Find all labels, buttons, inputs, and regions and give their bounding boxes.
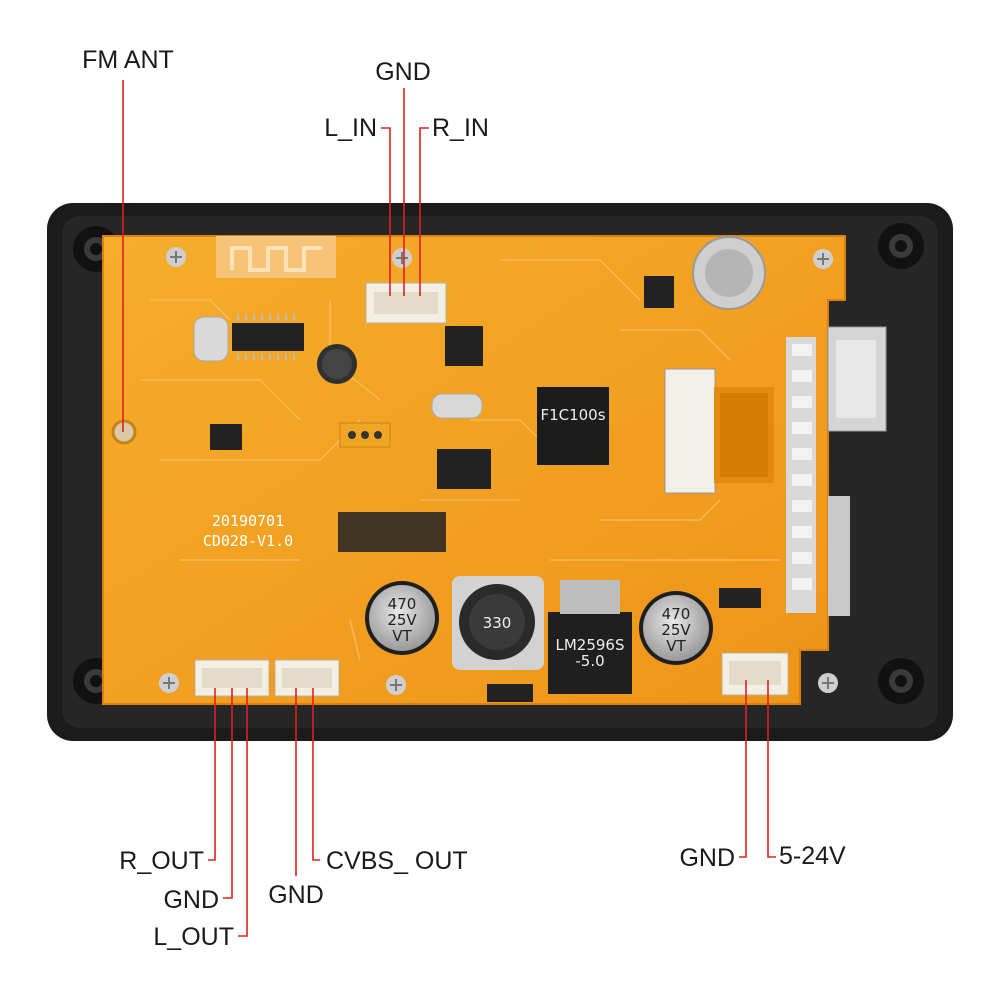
smd-diode-right xyxy=(719,588,761,608)
capacitor-right: 470 25V VT xyxy=(639,591,713,665)
screw-bottom-left xyxy=(159,673,179,693)
terminal-pad xyxy=(339,422,391,448)
label-r-out: R_OUT xyxy=(119,847,204,875)
small-ic-4 xyxy=(644,276,674,308)
usb-port xyxy=(827,326,887,432)
leader-cvbs-out xyxy=(312,688,320,861)
power-connector xyxy=(721,652,789,696)
mounting-hole-top-right xyxy=(878,223,924,269)
leader-lines xyxy=(122,80,776,937)
small-ic-1 xyxy=(445,326,483,366)
capacitor-left: 470 25V VT xyxy=(365,581,439,655)
inductor-label: 330 xyxy=(483,614,512,632)
label-gnd-left: GND xyxy=(163,886,219,914)
fpc-connector xyxy=(664,368,774,494)
side-connector xyxy=(786,337,816,613)
screw-top-mid xyxy=(392,248,412,268)
small-capacitor xyxy=(317,344,357,384)
crystal-2 xyxy=(431,393,483,419)
cvbs-connector xyxy=(274,659,340,697)
screw-top-right xyxy=(813,249,833,269)
cap-right-line2: 25V xyxy=(661,621,691,639)
label-gnd-right: GND xyxy=(679,844,735,872)
label-l-in: L_IN xyxy=(324,114,377,142)
input-connector xyxy=(365,282,447,324)
mounting-hole-bottom-right xyxy=(878,658,924,704)
main-processor-chip: F1C100s xyxy=(537,387,609,465)
chip-label: F1C100s xyxy=(540,406,605,424)
leader-gnd-left xyxy=(223,688,233,899)
diode xyxy=(487,684,533,702)
resistor-array xyxy=(338,512,446,552)
label-fm-ant: FM ANT xyxy=(82,46,174,74)
screw-bottom-right xyxy=(818,673,838,693)
leader-power xyxy=(767,680,776,858)
regulator-sub-label: -5.0 xyxy=(575,652,604,670)
screw-top-left xyxy=(166,247,186,267)
regulator-label: LM2596S xyxy=(556,636,625,654)
small-ic-3 xyxy=(437,449,491,489)
label-gnd-top: GND xyxy=(375,58,431,86)
leader-gnd-right xyxy=(739,680,747,858)
leader-l-out xyxy=(238,688,248,937)
label-cvbs-out: CVBS_ OUT xyxy=(326,847,468,875)
leader-l-in xyxy=(381,127,391,296)
leader-r-in xyxy=(419,127,429,296)
label-power: 5-24V xyxy=(779,842,846,870)
coin-battery-holder xyxy=(692,236,766,310)
amplifier-chip xyxy=(232,314,304,360)
cap-left-line3: VT xyxy=(392,627,412,645)
leader-r-out xyxy=(208,688,216,861)
small-ic-2 xyxy=(210,424,242,450)
date-code-text: 20190701 xyxy=(212,512,284,530)
crystal-oscillator xyxy=(193,316,229,362)
label-r-in: R_IN xyxy=(432,114,489,142)
tf-card-slot xyxy=(828,496,850,616)
screw-bottom-mid xyxy=(386,675,406,695)
cap-right-line3: VT xyxy=(666,637,686,655)
cap-left-line2: 25V xyxy=(387,611,417,629)
label-l-out: L_OUT xyxy=(153,923,234,951)
voltage-regulator: LM2596S -5.0 xyxy=(548,580,632,694)
cap-right-line1: 470 xyxy=(662,605,691,623)
fm-antenna-pad xyxy=(111,419,137,445)
version-text: CD028-V1.0 xyxy=(203,532,293,550)
pcb-board: F1C100s 20190701 xyxy=(102,235,887,705)
inductor: 330 xyxy=(452,576,544,670)
wifi-antenna-pattern xyxy=(216,236,336,278)
label-gnd-mid: GND xyxy=(268,881,324,909)
cap-left-line1: 470 xyxy=(388,595,417,613)
